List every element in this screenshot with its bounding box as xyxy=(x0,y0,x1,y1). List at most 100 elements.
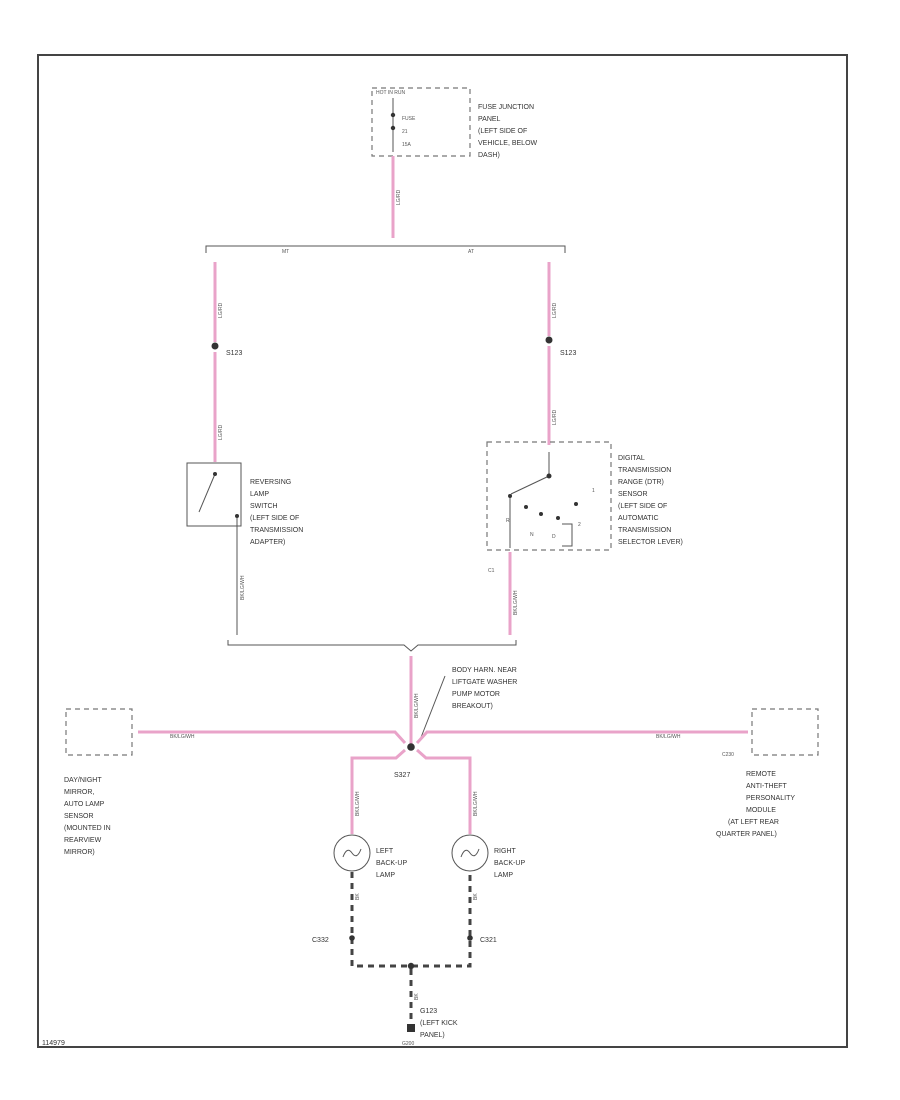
reversing-switch-label-3: SWITCH xyxy=(250,503,278,510)
dtr-selector-pivot xyxy=(546,473,552,479)
split-bracket xyxy=(205,245,566,253)
dtr-contact-n xyxy=(524,505,528,509)
center-splice-dot xyxy=(407,743,415,751)
reversing-switch-label-2: LAMP xyxy=(250,491,269,498)
right-back-up-lamp: RIGHT BACK-UP LAMP xyxy=(451,834,525,879)
anti-theft-label-1: REMOTE xyxy=(746,771,776,778)
reversing-lamp-switch-box xyxy=(186,462,242,527)
fuse-panel-label-1: FUSE JUNCTION xyxy=(478,104,534,111)
dtr-contact-1 xyxy=(574,502,578,506)
reversing-switch-pivot xyxy=(213,472,217,476)
dtr-position-d: D xyxy=(552,534,556,540)
dtr-position-r: R xyxy=(506,518,510,524)
anti-theft-module: C230 REMOTE ANTI-THEFT PERSONALITY MODUL… xyxy=(716,708,819,838)
ground-label-3: PANEL) xyxy=(420,1032,445,1039)
left-branch: LG/RD S123 LG/RD REVERSING LAMP SWITCH (… xyxy=(186,262,303,635)
right-wire-out-label: BK/LG/WH xyxy=(513,590,519,615)
feed-wire-label: LG/RD xyxy=(396,189,402,205)
mirror-label-6: REARVIEW xyxy=(64,837,102,844)
reversing-switch-contact xyxy=(235,514,239,518)
center-splice-id: S327 xyxy=(394,772,410,779)
left-ground-connector-dot xyxy=(349,935,355,941)
right-component-wire xyxy=(415,730,748,745)
center-splice-label-4: BREAKOUT) xyxy=(452,703,493,710)
dtr-label-8: SELECTOR LEVER) xyxy=(618,539,683,546)
figure-id: 114979 xyxy=(42,1040,65,1047)
mirror-label-1: DAY/NIGHT xyxy=(64,777,102,784)
fuse-panel-outline xyxy=(371,87,471,157)
fuse-panel-label-5: DASH) xyxy=(478,152,500,159)
dtr-contact-d xyxy=(539,512,543,516)
right-lamp-wire-label: BK/LG/WH xyxy=(473,791,479,816)
reversing-switch-blade xyxy=(198,473,216,513)
fuse-terminal-bottom xyxy=(390,125,396,131)
anti-theft-label-4: MODULE xyxy=(746,807,776,814)
anti-theft-connector: C230 xyxy=(722,752,734,758)
right-component-wire-label: BK/LG/WH xyxy=(656,734,681,740)
reversing-switch-label-4: (LEFT SIDE OF xyxy=(250,515,299,522)
ground-code: G200 xyxy=(402,1041,414,1047)
right-branch: LG/RD S123 LG/RD R N D 2 1 DIGITAL TRANS… xyxy=(486,262,683,635)
right-lamp-wire xyxy=(416,748,472,834)
right-wire-top-label: LG/RD xyxy=(552,302,558,318)
dtr-label-2: TRANSMISSION xyxy=(618,467,671,474)
fuse-junction-panel: HOT IN RUN FUSE 21 15A FUSE JUNCTION PAN… xyxy=(371,87,538,159)
left-splice-label: S123 xyxy=(226,350,242,357)
dtr-sensor-outline xyxy=(486,441,612,551)
right-splice-label: S123 xyxy=(560,350,576,357)
left-wire-mid-label: LG/RD xyxy=(218,424,224,440)
dtr-contact-2 xyxy=(556,516,560,520)
right-lamp-label-1: RIGHT xyxy=(494,848,517,855)
anti-theft-label-6: QUARTER PANEL) xyxy=(716,831,777,838)
dtr-label-6: AUTOMATIC xyxy=(618,515,659,522)
ground-junction-dot xyxy=(407,962,415,970)
ground-trunk-label: BK xyxy=(414,993,420,1000)
left-lamp-label-2: BACK-UP xyxy=(376,860,407,867)
dtr-position-n: N xyxy=(530,532,534,538)
merge-bracket xyxy=(227,640,517,652)
left-lamp-label-1: LEFT xyxy=(376,848,394,855)
reversing-switch-label-5: TRANSMISSION xyxy=(250,527,303,534)
dtr-selector-arm xyxy=(510,475,550,495)
mirror-label-5: (MOUNTED IN xyxy=(64,825,111,832)
center-splice-label-2: LIFTGATE WASHER xyxy=(452,679,517,686)
ground-loop-wire xyxy=(350,872,472,968)
left-lamp-filament xyxy=(342,848,362,858)
left-lamp-wire-label: BK/LG/WH xyxy=(355,791,361,816)
dtr-contact-r xyxy=(508,494,512,498)
day-night-mirror-sensor: DAY/NIGHT MIRROR, AUTO LAMP SENSOR (MOUN… xyxy=(64,708,133,856)
split-label-at: AT xyxy=(468,249,474,255)
fuse-panel-label-3: (LEFT SIDE OF xyxy=(478,128,527,135)
split-label-mt: MT xyxy=(282,249,289,255)
dtr-label-4: SENSOR xyxy=(618,491,648,498)
diagram-frame xyxy=(37,54,848,1048)
left-ground-wire-label: BK xyxy=(355,893,361,900)
right-lamp-bulb-icon xyxy=(451,834,489,872)
dtr-bracket xyxy=(562,523,573,547)
left-wire-top-label: LG/RD xyxy=(218,302,224,318)
ground-label-1: G123 xyxy=(420,1008,437,1015)
left-back-up-lamp: LEFT BACK-UP LAMP xyxy=(333,834,407,879)
center-trunk-label: BK/LG/WH xyxy=(414,693,420,718)
dtr-position-2: 2 xyxy=(578,522,581,528)
mirror-label-2: MIRROR, xyxy=(64,789,94,796)
mirror-label-4: SENSOR xyxy=(64,813,94,820)
dtr-label-7: TRANSMISSION xyxy=(618,527,671,534)
anti-theft-label-3: PERSONALITY xyxy=(746,795,795,802)
left-wire-out-label: BK/LG/WH xyxy=(240,575,246,600)
hot-in-run-label: HOT IN RUN xyxy=(376,90,405,96)
left-component-wire-label: BK/LG/WH xyxy=(170,734,195,740)
dtr-label-1: DIGITAL xyxy=(618,455,645,462)
anti-theft-label-2: ANTI-THEFT xyxy=(746,783,788,790)
left-lamp-label-3: LAMP xyxy=(376,872,395,879)
ground-point-icon xyxy=(407,1024,415,1032)
right-ground-connector: C321 xyxy=(480,937,497,944)
center-splice-label-1: BODY HARN. NEAR xyxy=(452,667,517,674)
right-splice-dot xyxy=(545,336,553,344)
fuse-name: FUSE xyxy=(402,116,416,122)
dtr-label-5: (LEFT SIDE OF xyxy=(618,503,667,510)
right-lamp-label-3: LAMP xyxy=(494,872,513,879)
right-ground-wire-label: BK xyxy=(473,893,479,900)
fuse-rating: 15A xyxy=(402,142,412,148)
